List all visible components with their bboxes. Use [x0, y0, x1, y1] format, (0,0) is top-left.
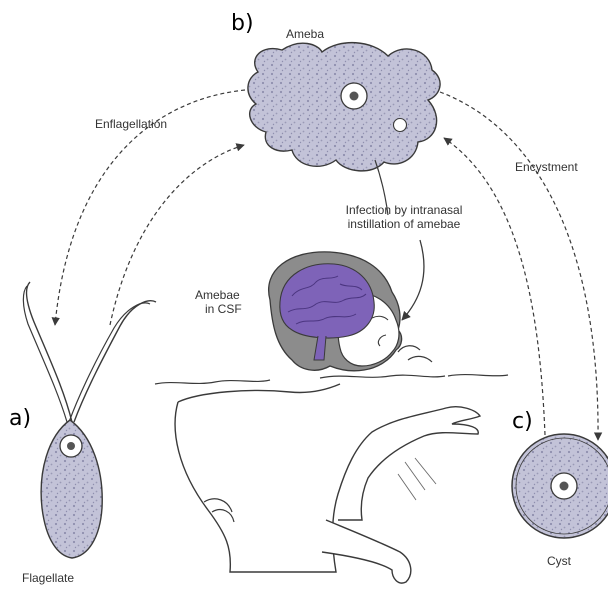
panel-a-label: a) — [9, 407, 31, 431]
ameba-vacuole — [394, 119, 407, 132]
cyst-label: Cyst — [547, 554, 571, 568]
encystment-label: Encystment — [515, 160, 578, 174]
head — [269, 252, 402, 371]
infection-label-line2: instillation of amebae — [326, 217, 482, 231]
flagellum-left — [27, 282, 72, 422]
panel-b-label: b) — [231, 12, 254, 36]
ameba-label: Ameba — [286, 27, 324, 41]
infection-label-line1: Infection by intranasal — [326, 203, 482, 217]
brain — [280, 264, 374, 338]
amebae-label-line1: Amebae — [195, 288, 240, 302]
cyst-cell — [512, 434, 608, 538]
amebae-label-line2: in CSF — [205, 302, 242, 316]
enflagellation-label: Enflagellation — [95, 117, 167, 131]
ameba-cell — [248, 43, 440, 171]
flagellate-label: Flagellate — [22, 571, 74, 585]
swimmer-figure — [175, 384, 480, 583]
flagellum-right — [74, 301, 156, 422]
encystment-arrow — [440, 92, 598, 440]
infection-arrow — [402, 240, 424, 320]
panel-c-label: c) — [512, 410, 533, 434]
excystment-arrow — [444, 138, 545, 435]
swimmer-arm — [322, 520, 411, 583]
flagellate-cell — [23, 282, 156, 558]
